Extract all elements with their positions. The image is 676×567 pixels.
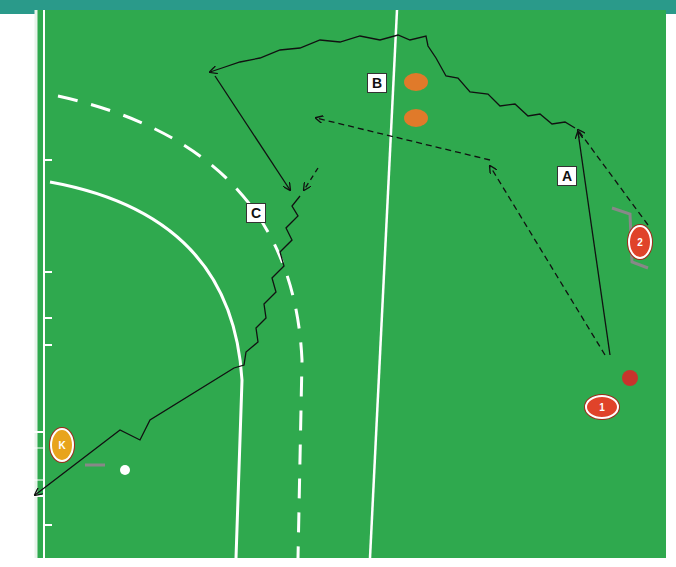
player-icon: 2 bbox=[628, 225, 652, 259]
player-number: 2 bbox=[637, 237, 643, 248]
goalkeeper-icon: K bbox=[50, 428, 74, 462]
label-box: C bbox=[246, 203, 266, 223]
player-number: K bbox=[58, 440, 65, 451]
callout-letter: C bbox=[251, 205, 261, 221]
label-box: B bbox=[367, 73, 387, 93]
callout-letter: B bbox=[372, 75, 382, 91]
player-number: 1 bbox=[599, 402, 605, 413]
callout-letter: A bbox=[562, 168, 572, 184]
player-icon: 1 bbox=[585, 395, 619, 419]
label-box: A bbox=[557, 166, 577, 186]
